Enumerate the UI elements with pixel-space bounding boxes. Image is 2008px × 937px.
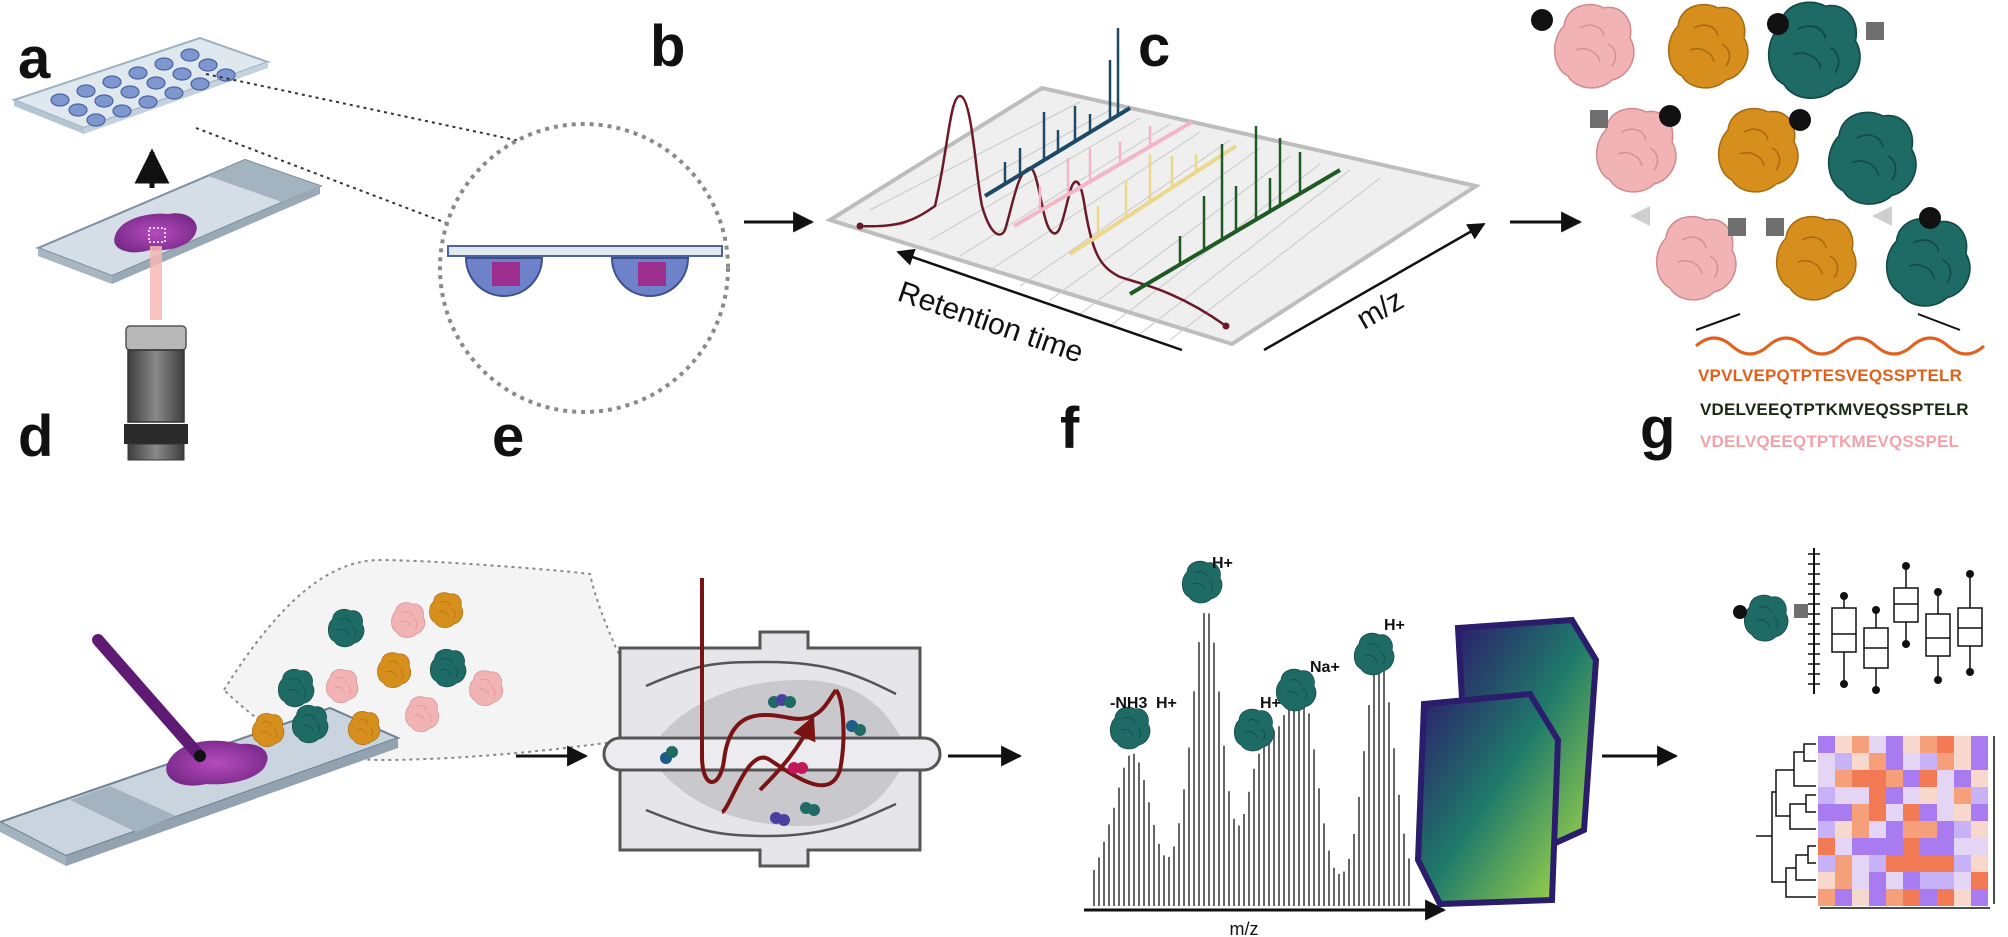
sequence-1: VPVLVEPQTPTESVEQSSPTELR (1698, 366, 1963, 385)
mz-axis-label-b: m/z (1351, 283, 1409, 336)
panel-label-g: g (1640, 396, 1676, 461)
panel-label-e: e (492, 404, 525, 469)
panel-label-a: a (18, 26, 51, 91)
sequence-2: VDELVEEQTPTKMVEQSSPTELR (1700, 400, 1969, 419)
panel-a-illustration (11, 36, 815, 461)
panel-c-proteoforms (1531, 1, 1985, 356)
panel-b-lcms-plot: Retention time m/z (825, 28, 1583, 370)
panel-label-f: f (1060, 396, 1080, 461)
adduct-na: Na+ (1310, 659, 1340, 676)
panel-g-analysis (1733, 548, 1995, 909)
mz-axis-label-f: m/z (1230, 919, 1259, 937)
sequence-3: VDELVQEEQTPTKMEVQSSPEL (1700, 432, 1960, 451)
panel-label-b: b (650, 14, 686, 79)
adduct-h-4: H+ (1384, 617, 1405, 634)
adduct-h-2: H+ (1212, 555, 1233, 572)
panel-label-c: c (1138, 14, 1171, 79)
adduct-h-1: H+ (1156, 695, 1177, 712)
panel-label-d: d (18, 404, 54, 469)
adduct-h-3: H+ (1260, 695, 1281, 712)
panel-f-spectrum: m/z -NH3 H+ H+ H+ Na+ H+ (1084, 555, 1679, 937)
panel-e-ion-trap (602, 578, 1023, 868)
panel-d-illustration (0, 558, 662, 866)
adduct-nh3: -NH3 (1110, 695, 1147, 712)
